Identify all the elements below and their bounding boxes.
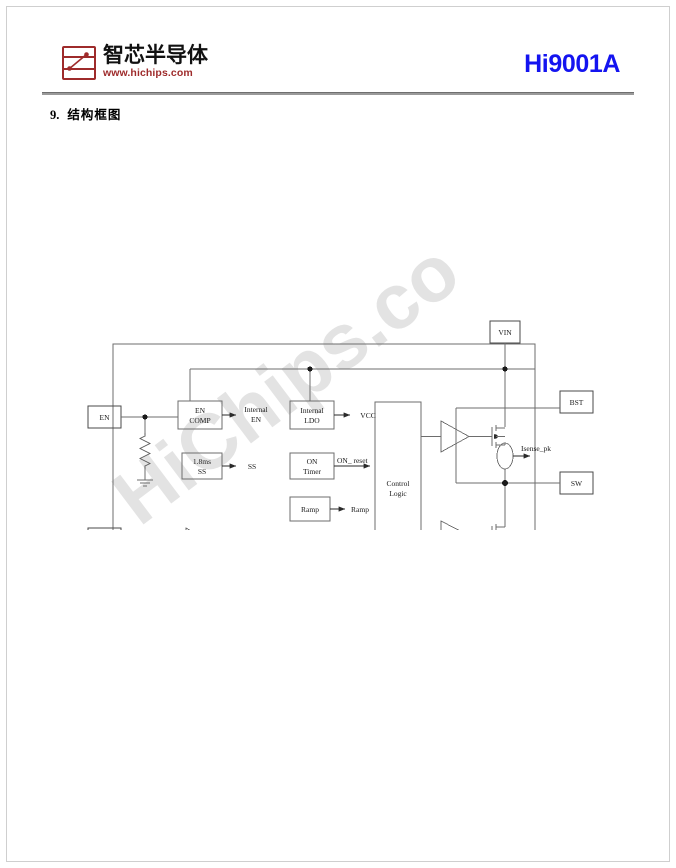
pin-label-vin: VIN — [498, 328, 512, 337]
block-control-logic — [374, 401, 422, 576]
signal-label-ramp-out: Ramp — [351, 505, 369, 514]
block-label-ramp: Ramp — [301, 505, 319, 514]
signal-label-internal-en-line1: Internal — [244, 405, 267, 414]
signal-label-ss-out: SS — [248, 462, 256, 471]
block-label-ss-line2: SS — [198, 467, 206, 476]
logo-company-name: 智芯半导体 — [103, 43, 208, 67]
logo-website: www.hichips.com — [103, 67, 193, 79]
pin-label-sw: SW — [571, 479, 583, 488]
block-diagram: EN FB VIN BST SW GND EN COMP 1.8ms SS In… — [0, 150, 676, 662]
block-label-control-logic-line1: Control — [387, 479, 410, 488]
page-border — [6, 6, 670, 862]
chip-boundary — [112, 343, 536, 645]
block-label-ldo-line1: Internal — [300, 406, 323, 415]
block-label-ldo-line2: LDO — [304, 416, 320, 425]
company-logo: 智芯半导体 www.hichips.com — [62, 44, 208, 80]
signal-label-on-reset: ON_ reset — [337, 456, 369, 465]
section-number: 9. — [50, 108, 60, 122]
block-label-en-comp-line1: EN — [195, 406, 206, 415]
block-label-ss-line1: 1.8ms — [193, 457, 211, 466]
logo-mark-icon — [62, 46, 96, 80]
pin-box-fb — [87, 527, 122, 551]
signal-label-internal-en-line2: EN — [251, 415, 262, 424]
pin-box-bst — [559, 390, 594, 414]
part-number: Hi9001A — [524, 50, 620, 78]
isense-pk-sense — [496, 442, 514, 470]
signal-label-vcc: VCC — [360, 411, 375, 420]
block-label-en-comp-line2: COMP — [189, 416, 210, 425]
header-divider — [42, 92, 634, 95]
section-title-text: 结构框图 — [67, 107, 122, 122]
section-heading: 9. 结构框图 — [50, 104, 121, 123]
block-label-on-timer-line1: ON — [307, 457, 318, 466]
pin-label-en: EN — [100, 413, 111, 422]
block-label-on-timer-line2: Timer — [303, 467, 322, 476]
block-label-control-logic-line2: Logic — [389, 489, 407, 498]
signal-label-isense-pk: Isense_pk — [521, 444, 551, 453]
pin-label-bst: BST — [570, 398, 584, 407]
page-header: 智芯半导体 www.hichips.com Hi9001A — [40, 40, 636, 90]
